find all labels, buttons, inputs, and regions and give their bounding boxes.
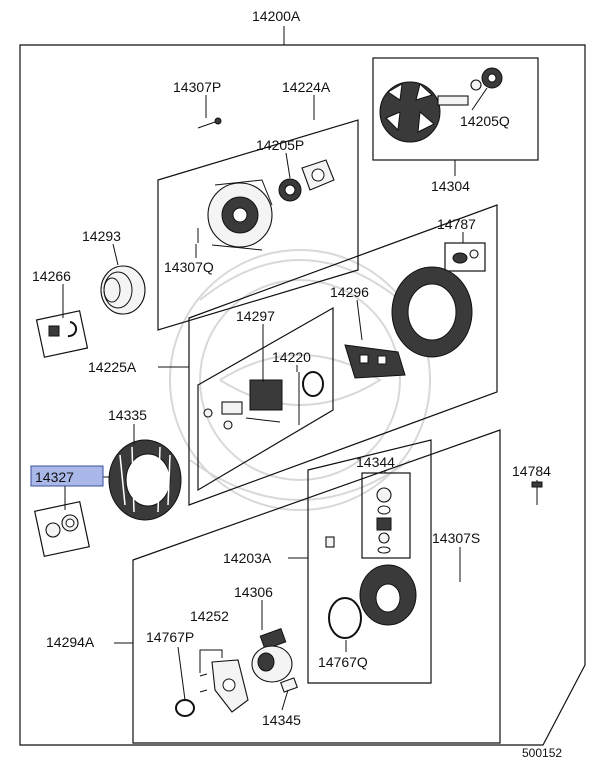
frame-14225A	[188, 204, 498, 506]
end-cover	[359, 564, 417, 626]
label-14787: 14787	[437, 216, 476, 232]
label-14345: 14345	[262, 712, 301, 728]
terminal-14306	[251, 628, 293, 683]
label-14200A: 14200A	[252, 8, 301, 24]
regulator-14297	[203, 379, 283, 430]
label-14767P: 14767P	[146, 629, 194, 645]
pulley-14293	[100, 265, 146, 315]
kit-14266-items	[48, 321, 78, 338]
label-14297: 14297	[236, 308, 275, 324]
label-14293: 14293	[82, 228, 121, 244]
label-14296: 14296	[330, 284, 369, 300]
stator-14335	[108, 439, 182, 521]
o-ring-14767P	[175, 699, 195, 717]
label-14224A: 14224A	[282, 79, 331, 95]
bolt-14307P	[197, 117, 222, 129]
label-14335: 14335	[108, 407, 147, 423]
label-14344: 14344	[356, 454, 395, 470]
label-14304: 14304	[431, 178, 470, 194]
frame-14224A	[157, 119, 359, 331]
insulator-14345	[280, 677, 298, 693]
frame-14266-kit	[35, 310, 89, 358]
rectifier	[344, 344, 406, 379]
label-14767Q: 14767Q	[318, 654, 368, 670]
frame-14203A	[307, 439, 432, 684]
kit-14327-items	[45, 514, 79, 538]
label-14225A: 14225A	[88, 359, 137, 375]
highlight-14327	[30, 465, 104, 487]
frame-14327-kit	[34, 501, 90, 557]
bracket-14252	[199, 659, 249, 713]
label-14294A: 14294A	[46, 634, 95, 650]
retainer-plate	[301, 159, 335, 191]
rotor-14304	[379, 67, 503, 143]
part-labels: 14200A 14307P 14224A 14205P 14205Q 14304…	[32, 8, 562, 760]
label-14307S: 14307S	[432, 530, 480, 546]
reference-number: 500152	[522, 746, 562, 760]
bearing-14205P	[278, 178, 302, 202]
kit-14787-items	[452, 249, 479, 264]
rear-housing-14296	[391, 266, 473, 358]
outer-frame	[19, 26, 586, 746]
label-14306: 14306	[234, 584, 273, 600]
label-14220: 14220	[272, 349, 311, 365]
label-14205P: 14205P	[256, 137, 304, 153]
leader-lines	[62, 87, 538, 711]
frame-14787-kit	[444, 242, 486, 272]
label-14327: 14327	[35, 469, 74, 485]
label-14307P: 14307P	[173, 79, 221, 95]
watermark-emblem	[169, 249, 431, 511]
frame-14344	[361, 472, 411, 559]
plug-14203A	[325, 536, 335, 548]
label-14784: 14784	[512, 463, 551, 479]
label-14252: 14252	[190, 608, 229, 624]
label-14266: 14266	[32, 268, 71, 284]
housing-14224A	[207, 179, 273, 251]
frame-14297	[197, 306, 334, 492]
o-ring-14767Q	[328, 597, 362, 639]
label-14205Q: 14205Q	[460, 113, 510, 129]
frame-14294A	[132, 429, 501, 744]
label-14307Q: 14307Q	[164, 259, 214, 275]
brush-14220	[298, 371, 324, 425]
brush-set-14344	[376, 487, 392, 554]
label-14203A: 14203A	[223, 550, 272, 566]
bolt-14784	[531, 481, 543, 505]
